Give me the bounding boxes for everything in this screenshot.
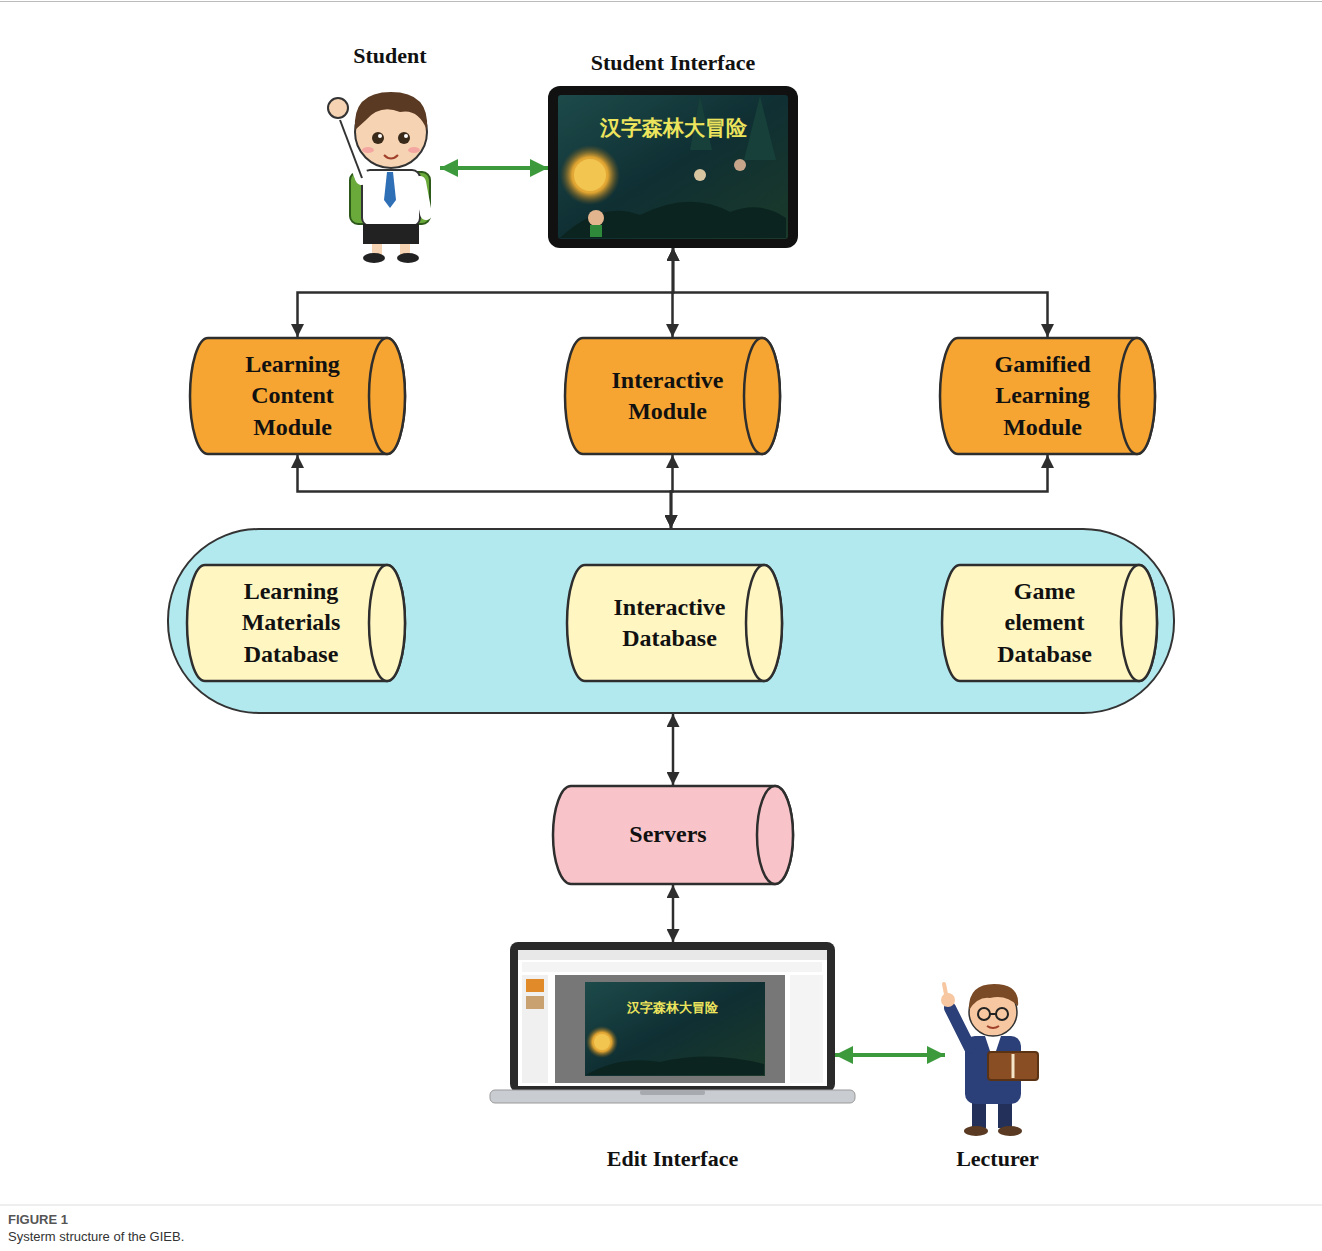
student-figure (328, 92, 430, 263)
cylinder-outline (567, 564, 782, 682)
cylinder-end (746, 565, 782, 681)
rule (0, 1205, 1322, 1206)
node-label: Learning Content Module (225, 349, 360, 443)
node-label: Game element Database (977, 576, 1112, 670)
cylinder-body (190, 338, 405, 454)
cylinder-body (187, 565, 405, 681)
data-flow-arrow (671, 455, 1048, 528)
cylinder-body (942, 565, 1157, 681)
data-flow-arrow (298, 248, 674, 337)
data-flow-arrow (673, 248, 1048, 337)
server-cylinder: Servers (553, 785, 793, 885)
cylinder-body (565, 338, 780, 454)
interaction-arrow (835, 1053, 945, 1057)
cylinder-outline (565, 337, 780, 455)
interaction-arrow (440, 166, 548, 170)
module-cylinder: Interactive Module (565, 337, 780, 455)
lecturer-figure-box: Lecturer (945, 985, 1050, 1135)
node-label: Gamified Learning Module (975, 349, 1110, 443)
student-figure-box: Student (340, 75, 440, 262)
node-label: Learning Materials Database (224, 576, 359, 670)
cylinder-body (940, 338, 1155, 454)
cylinder-end (1119, 338, 1155, 454)
data-flow-arrow (672, 714, 675, 785)
cylinder-end (369, 338, 405, 454)
module-cylinder: Gamified Learning Module (940, 337, 1155, 455)
cylinder-end (757, 786, 793, 884)
cylinder-body (553, 786, 793, 884)
node-label: Student Interface (398, 49, 948, 78)
figure-number: FIGURE 1 (8, 1212, 68, 1227)
node-label: Lecturer (795, 1145, 1200, 1174)
cylinder-end (369, 565, 405, 681)
student-interface-screen: Student Interface汉字森林大冒险 (548, 86, 798, 248)
tablet-illustration (548, 86, 798, 248)
database-band: Learning Materials Database Interactive D… (167, 528, 1175, 714)
laptop-illustration (490, 942, 855, 1103)
node-label: Edit Interface (360, 1145, 985, 1174)
module-cylinder: Learning Content Module (190, 337, 405, 455)
node-label: Interactive Database (602, 592, 737, 654)
node-label: Servers (576, 819, 760, 850)
edit-interface-laptop: 汉字森林大冒险Edit Interface (510, 942, 835, 1105)
lecturer-figure (941, 984, 1038, 1136)
database-cylinder: Learning Materials Database (187, 564, 405, 682)
cylinder-body (567, 565, 782, 681)
cylinder-end (744, 338, 780, 454)
data-flow-arrow (672, 885, 675, 942)
database-cylinder: Interactive Database (567, 564, 782, 682)
caption: Systerm structure of the GIEB. (8, 1229, 184, 1244)
data-flow-arrow (298, 455, 672, 528)
node-label: Student (190, 42, 590, 71)
screen-title: 汉字森林大冒险 (548, 114, 798, 141)
screen-title: 汉字森林大冒险 (510, 1000, 835, 1017)
rule (0, 1, 1322, 2)
cylinder-end (1121, 565, 1157, 681)
database-cylinder: Game element Database (942, 564, 1157, 682)
node-label: Interactive Module (600, 365, 735, 427)
